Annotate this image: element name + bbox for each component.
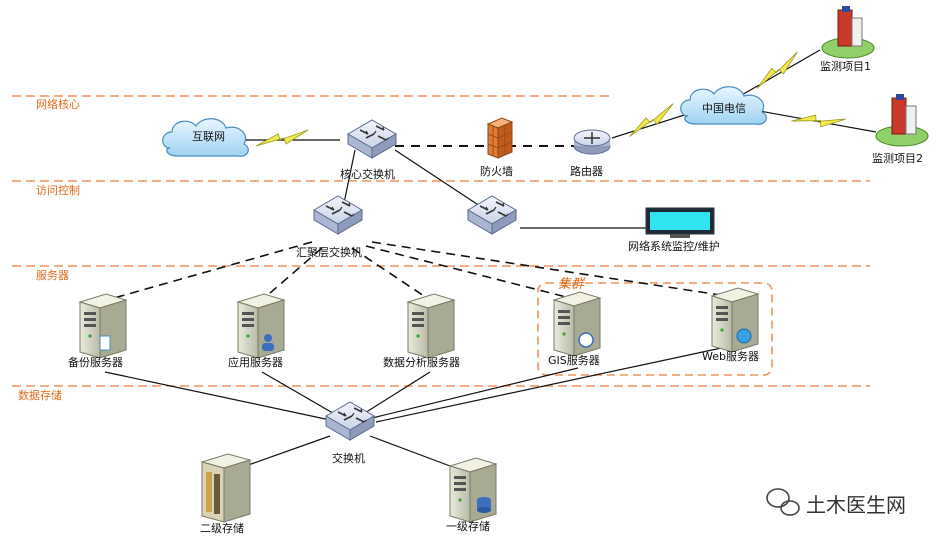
- link-switch-app: [261, 371, 339, 417]
- watermark-text: 土木医生网: [806, 493, 906, 517]
- wireless-link-icon: [790, 105, 847, 135]
- monitor-label: 网络系统监控/维护: [628, 239, 720, 253]
- app-server-icon: [237, 293, 285, 359]
- link-switch-storage1: [369, 435, 451, 467]
- switch-icon: [325, 401, 375, 441]
- link-switch-gis: [371, 367, 579, 419]
- document-icon: [99, 335, 111, 351]
- analysis-server-icon: [407, 293, 455, 359]
- database-icon: [477, 497, 491, 513]
- web-server-icon: [711, 287, 759, 353]
- gis-globe-icon: [578, 332, 594, 348]
- firewall-label: 防火墙: [480, 164, 513, 178]
- storage-server-icon: [449, 457, 497, 523]
- watermark: 土木医生网: [766, 488, 906, 517]
- link-agg-gis: [365, 245, 579, 301]
- analysis-server-label: 数据分析服务器: [383, 355, 460, 369]
- wechat-icon: [766, 488, 800, 516]
- link-agg-web: [371, 241, 741, 299]
- building-icon: [875, 94, 929, 147]
- core-switch-icon: [347, 119, 397, 159]
- zone-label-core: 网络核心: [36, 97, 80, 111]
- site2-label: 监测项目2: [872, 152, 923, 165]
- gis-server-label: GIS服务器: [548, 354, 600, 367]
- cluster-label: 集群: [558, 277, 586, 292]
- telecom-label: 中国电信: [702, 102, 746, 115]
- internet-label: 互联网: [192, 130, 225, 143]
- core-switch-label: 核心交换机: [340, 167, 395, 181]
- router-icon: [573, 129, 611, 155]
- link-switch-analysis: [359, 371, 431, 417]
- agg-switch-label: 汇聚层交换机: [296, 245, 362, 259]
- link-switch-web: [375, 343, 741, 423]
- switch-label: 交换机: [332, 451, 365, 465]
- user-icon: [262, 334, 274, 351]
- wireless-link-icon: [749, 51, 805, 89]
- firewall-icon: [486, 117, 514, 159]
- monitor-icon: [645, 207, 715, 238]
- link-agg-backup: [99, 241, 313, 303]
- globe-icon: [736, 328, 752, 344]
- connections: [99, 49, 877, 469]
- storage-rack-icon: [200, 453, 252, 523]
- link-switch-storage2: [239, 435, 331, 469]
- app-server-label: 应用服务器: [228, 355, 283, 369]
- cluster-box: [537, 282, 773, 376]
- aggregation-switch-icon: [313, 195, 363, 235]
- zone-label-storage: 数据存储: [18, 388, 62, 402]
- access-switch-icon: [467, 195, 517, 235]
- site1-label: 监测项目1: [820, 60, 871, 73]
- backup-server-label: 备份服务器: [68, 355, 123, 369]
- storage1-label: 一级存储: [446, 519, 490, 533]
- link-agg-app: [261, 247, 323, 301]
- storage2-label: 二级存储: [200, 521, 244, 535]
- web-server-label: Web服务器: [702, 350, 759, 363]
- zone-label-servers: 服务器: [36, 269, 69, 282]
- gis-server-icon: [553, 291, 601, 357]
- router-label: 路由器: [570, 164, 603, 178]
- link-telecom-site1: [739, 49, 821, 97]
- link-core-access-switch: [394, 149, 493, 215]
- building-icon: [821, 6, 875, 59]
- link-agg-analysis: [351, 247, 431, 301]
- zone-label-access: 访问控制: [36, 183, 80, 197]
- link-switch-backup: [104, 371, 331, 421]
- wireless-link-icon: [255, 129, 309, 147]
